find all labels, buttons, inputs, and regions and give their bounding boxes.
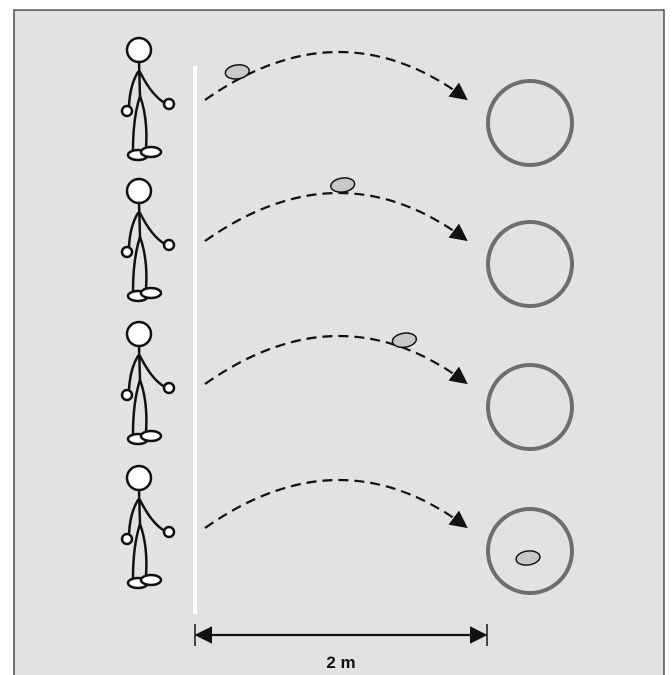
distance-label: 2 m (326, 653, 355, 672)
